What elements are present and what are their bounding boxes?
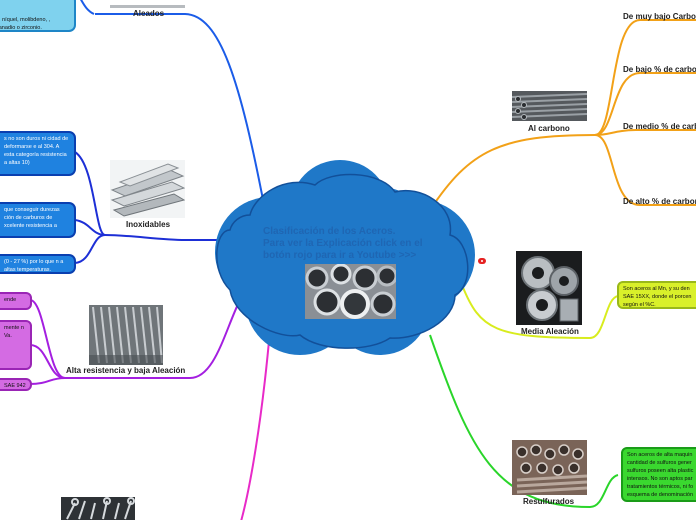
inox-note-3-text: (0 - 27 %) por lo que n a altas temperat… bbox=[4, 259, 64, 273]
youtube-play-icon[interactable] bbox=[478, 258, 486, 264]
hsla-note-1-text: ende bbox=[4, 297, 17, 303]
media-note-text: Son aceros al Mn, y su den SAE 15XX, don… bbox=[623, 286, 692, 308]
tools-image bbox=[61, 497, 135, 520]
branch-media-aleacion[interactable]: Media Aleación bbox=[521, 327, 579, 336]
aleados-note: o, níquel, molibdeno, , vanadio o zircon… bbox=[0, 0, 76, 32]
carbono-alto[interactable]: De alto % de carbono bbox=[623, 197, 696, 206]
media-note: Son aceros al Mn, y su den SAE 15XX, don… bbox=[617, 281, 696, 309]
alta-resistencia-image bbox=[89, 305, 163, 365]
inox-note-1: s no son duros ni cidad de deformarse e … bbox=[0, 131, 76, 176]
aleados-image bbox=[110, 0, 185, 8]
carbono-muy-bajo[interactable]: De muy bajo Carbono bbox=[623, 12, 696, 21]
hsla-note-3: SAE 942 bbox=[0, 378, 32, 391]
aleados-note-text: o, níquel, molibdeno, , vanadio o zircon… bbox=[0, 17, 51, 31]
hsla-note-1: ende bbox=[0, 292, 32, 310]
inoxidables-image bbox=[110, 160, 185, 218]
inox-note-2: que conseguir durezas ción de carburos d… bbox=[0, 202, 76, 238]
al-carbono-image bbox=[512, 91, 587, 121]
inox-note-1-text: s no son duros ni cidad de deformarse e … bbox=[4, 136, 69, 166]
resulfurados-image bbox=[512, 440, 587, 495]
hsla-note-2-text: mente n Va. bbox=[4, 325, 24, 339]
branch-inoxidables[interactable]: Inoxidables bbox=[126, 220, 171, 229]
resulf-note-text: Son aceros de alta maquin cantidad de su… bbox=[627, 452, 694, 498]
branch-resulfurados[interactable]: Resulfurados bbox=[523, 497, 575, 506]
branch-alta-resistencia[interactable]: Alta resistencia y baja Aleación bbox=[66, 366, 186, 375]
inox-note-3: (0 - 27 %) por lo que n a altas temperat… bbox=[0, 254, 76, 274]
carbono-medio[interactable]: De medio % de carbono bbox=[623, 122, 696, 131]
central-title: Clasificación de los Aceros. Para ver la… bbox=[263, 226, 423, 261]
branch-aleados[interactable]: Aleados bbox=[133, 9, 165, 18]
carbono-bajo[interactable]: De bajo % de carbono bbox=[623, 65, 696, 74]
inox-note-2-text: que conseguir durezas ción de carburos d… bbox=[4, 207, 60, 229]
hsla-note-2: mente n Va. bbox=[0, 320, 32, 370]
center-pipes-image bbox=[305, 264, 396, 319]
branch-al-carbono[interactable]: Al carbono bbox=[528, 124, 570, 133]
media-aleacion-image bbox=[516, 251, 582, 325]
resulf-note: Son aceros de alta maquin cantidad de su… bbox=[621, 447, 696, 502]
hsla-note-3-text: SAE 942 bbox=[4, 383, 26, 389]
